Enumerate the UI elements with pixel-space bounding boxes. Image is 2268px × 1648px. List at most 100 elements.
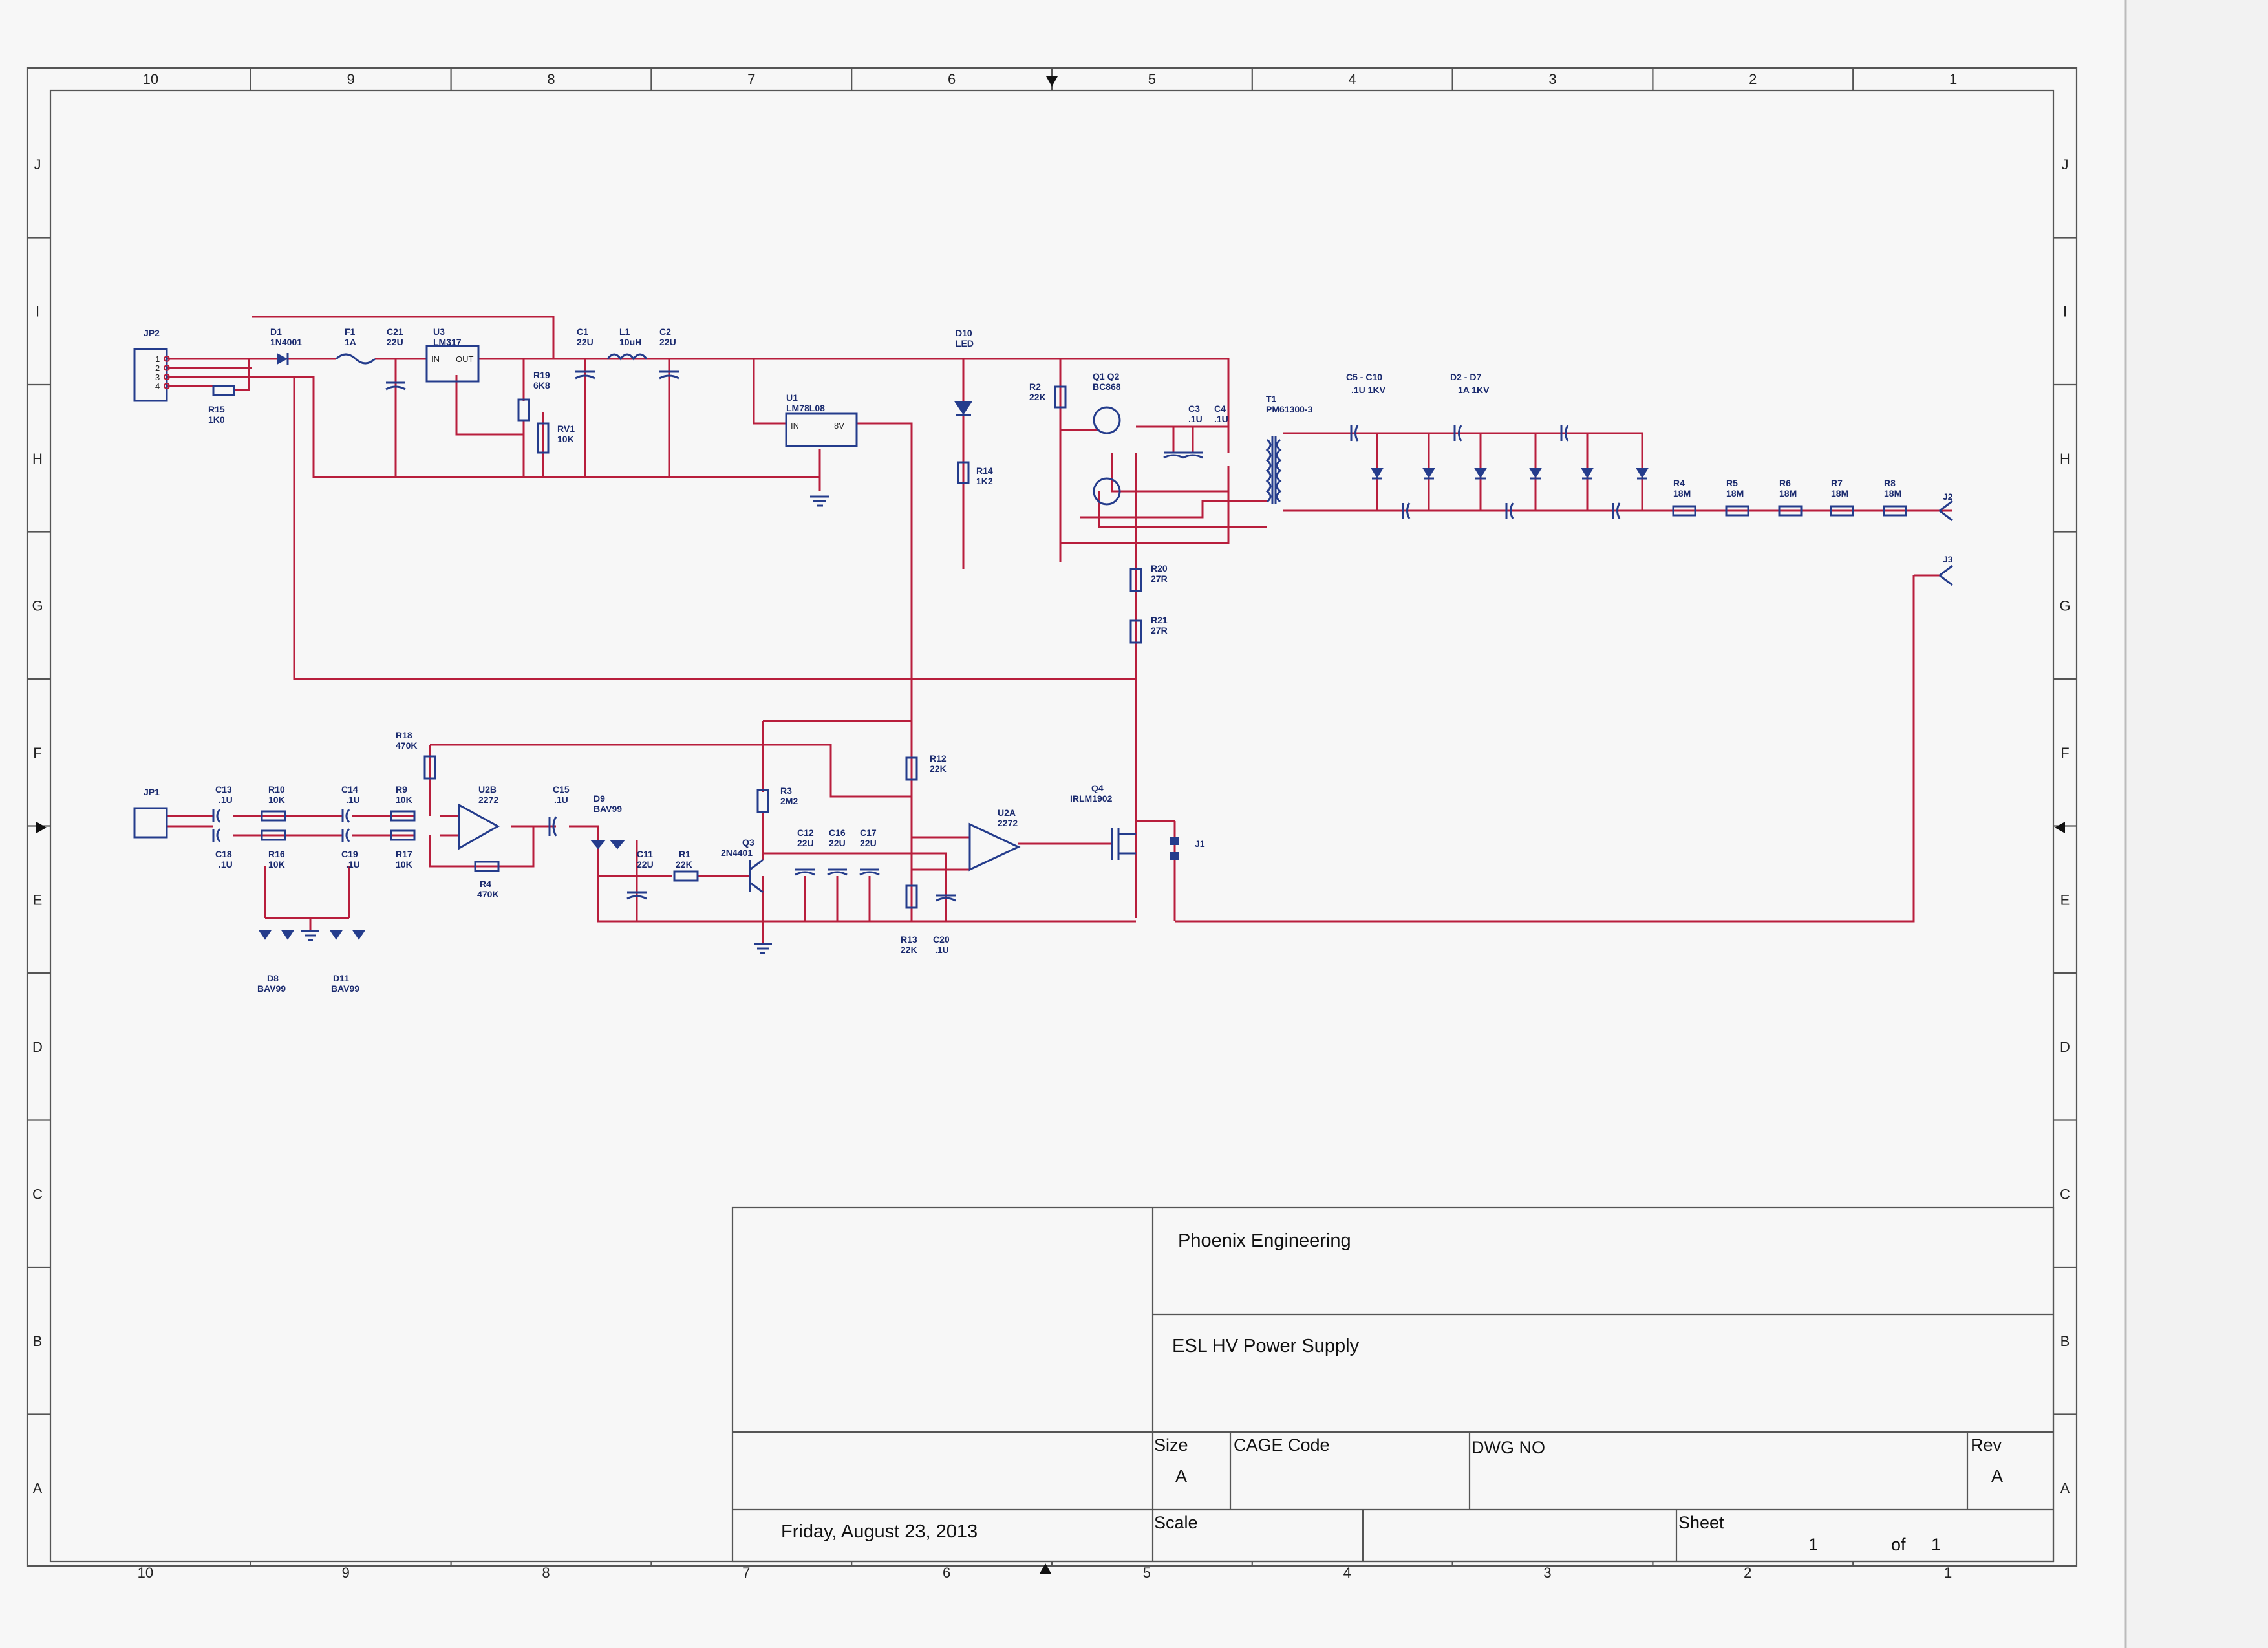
jp2-pin: [164, 356, 170, 362]
l1-inductor: [606, 353, 648, 361]
zone-row-left: J: [34, 156, 41, 173]
u1-in-pin: IN: [791, 421, 799, 431]
label-t1: T1: [1266, 394, 1277, 404]
multiplier-cap: [1560, 425, 1569, 442]
label-r15: R15: [208, 404, 225, 414]
value-q4: IRLM1902: [1070, 793, 1113, 804]
value-d10: LED: [956, 338, 974, 348]
r19-resistor: [517, 398, 530, 422]
value-d8: BAV99: [257, 983, 286, 994]
label-c12: C12: [797, 828, 814, 838]
rev-label: Rev: [1971, 1435, 2002, 1455]
label-d2d7: D2 - D7: [1450, 372, 1481, 382]
u1-out-pin: 8V: [834, 421, 844, 431]
value-c2: 22U: [659, 337, 676, 347]
value-r21: 27R: [1151, 625, 1168, 636]
d10-led: [954, 401, 972, 415]
scale-label: Scale: [1154, 1513, 1198, 1532]
center-arrow-bottom: [1040, 1563, 1051, 1574]
label-c21: C21: [387, 326, 403, 337]
zone-row-left: H: [32, 451, 43, 467]
label-c15: C15: [553, 784, 570, 795]
value-c3: .1U: [1188, 414, 1203, 424]
label-r14: R14: [976, 466, 993, 476]
value-r12: 22K: [930, 764, 947, 774]
center-arrow-right: [2055, 822, 2065, 833]
zone-col-bottom: 7: [742, 1565, 750, 1581]
value-l1: 10uH: [619, 337, 641, 347]
value-c17: 22U: [860, 838, 877, 848]
title-block: Phoenix Engineering ESL HV Power Supply …: [731, 1206, 2055, 1563]
multiplier-cap: [1505, 502, 1514, 519]
zone-col-top: 5: [1148, 71, 1156, 87]
hv-resistor: [1883, 505, 1907, 517]
label-r4: R4: [1673, 478, 1685, 488]
label-r9: R9: [396, 784, 407, 795]
zone-col-top: 3: [1548, 71, 1556, 87]
value-c21: 22U: [387, 337, 403, 347]
label-d8: D8: [267, 973, 279, 983]
zone-col-bottom: 1: [1944, 1565, 1952, 1581]
label-c17: C17: [860, 828, 877, 838]
value-r3: 2M2: [780, 796, 798, 806]
zone-row-left: I: [36, 303, 39, 319]
j3-terminal: [1939, 564, 1953, 586]
zone-col-top: 10: [143, 71, 158, 87]
value-c1: 22U: [577, 337, 594, 347]
size-value: A: [1175, 1466, 1187, 1486]
sheet-label: Sheet: [1678, 1513, 1724, 1532]
value-r5: 18M: [1726, 488, 1744, 498]
value-f1: 1A: [345, 337, 356, 347]
zone-col-top: 8: [547, 71, 555, 87]
zone-col-bottom: 8: [542, 1565, 550, 1581]
zone-col-bottom: 2: [1744, 1565, 1751, 1581]
zone-row-left: B: [33, 1333, 43, 1349]
hv-resistor: [1778, 505, 1803, 517]
u3-in-pin: IN: [431, 354, 440, 364]
value-r7: 18M: [1831, 488, 1848, 498]
value-r1: 22K: [676, 859, 692, 870]
label-d10: D10: [956, 328, 972, 338]
sheet-number: 1: [1808, 1535, 1818, 1554]
value-r6: 18M: [1779, 488, 1797, 498]
f1-fuse: [335, 353, 376, 365]
zone-row-left: E: [33, 892, 43, 908]
zone-row-right: C: [2060, 1186, 2070, 1202]
value-rv1: 10K: [557, 434, 574, 444]
zone-row-right: A: [2060, 1480, 2070, 1496]
center-arrow-left: [36, 822, 47, 833]
multiplier-diode: [1371, 468, 1384, 478]
size-label: Size: [1154, 1435, 1188, 1455]
label-r8: R8: [1884, 478, 1896, 488]
q1-transistor: [1093, 406, 1121, 434]
cage-code-label: CAGE Code: [1234, 1435, 1330, 1455]
label-c18: C18: [215, 849, 232, 859]
value-r19: 6K8: [533, 380, 550, 391]
label-r17: R17: [396, 849, 412, 859]
value-q1q2: BC868: [1093, 381, 1121, 392]
label-d1: D1: [270, 326, 282, 337]
label-f1: F1: [345, 326, 356, 337]
value-u3: LM317: [433, 337, 462, 347]
label-r10: R10: [268, 784, 285, 795]
value-c18: .1U: [219, 859, 233, 870]
value-c16: 22U: [829, 838, 846, 848]
label-d9: D9: [594, 793, 605, 804]
label-c14: C14: [341, 784, 358, 795]
label-r7: R7: [1831, 478, 1843, 488]
rev-value: A: [1991, 1466, 2003, 1486]
zone-col-bottom: 9: [342, 1565, 350, 1581]
multiplier-diode: [1636, 468, 1649, 478]
label-c2: C2: [659, 326, 671, 337]
value-c12: 22U: [797, 838, 814, 848]
jp1-connector: [133, 807, 168, 839]
zone-col-bottom: 10: [138, 1565, 153, 1581]
value-d2d7: 1A 1KV: [1458, 385, 1490, 395]
j2-terminal: [1939, 500, 1953, 522]
label-r20: R20: [1151, 563, 1168, 573]
value-c11: 22U: [637, 859, 654, 870]
sheet-of: of: [1891, 1535, 1906, 1554]
label-u3: U3: [433, 326, 445, 337]
